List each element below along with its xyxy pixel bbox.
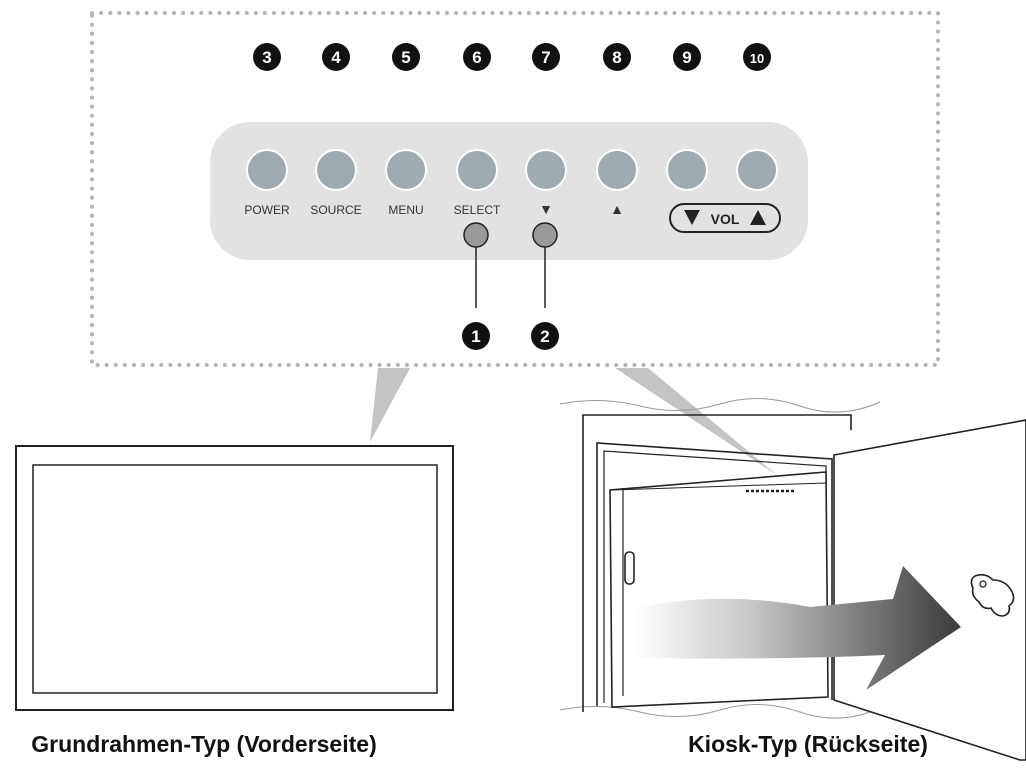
control-panel [210,122,808,260]
panel-button-9[interactable] [666,149,708,191]
callout-badge-8 [603,43,631,71]
callout-number-10: 10 [750,51,764,66]
kiosk-door-opening [596,442,833,706]
kiosk-panel-box [609,471,829,708]
callout-number-5: 5 [401,48,410,67]
panel-button-8[interactable] [596,149,638,191]
callout-badge-2 [531,322,559,350]
panel-button-10[interactable] [736,149,778,191]
callout-number-6: 6 [472,48,481,67]
pointer-wedge-left [370,368,410,442]
callout-badge-6 [463,43,491,71]
kiosk-key-hole [979,580,987,588]
panel-button-3[interactable] [246,149,288,191]
kiosk-wall-bottom-edge [559,704,881,719]
callout-badge-10 [743,43,771,71]
volume-up-icon [750,210,766,225]
small-button-1[interactable] [463,222,489,248]
callout-badge-5 [392,43,420,71]
kiosk-panel-box-top [611,482,827,491]
panel-button-7[interactable] [525,149,567,191]
callout-badge-9 [673,43,701,71]
front-frame-screen [32,464,438,694]
panel-button-4[interactable] [315,149,357,191]
callout-badge-7 [532,43,560,71]
kiosk-handle [624,551,635,585]
panel-button-label-5: MENU [388,203,423,217]
volume-pill [669,203,781,233]
volume-group: VOL [669,203,781,233]
kiosk-key-lock-icon [970,573,1015,617]
callout-badge-1 [462,322,490,350]
kiosk-wall-top-edge [559,398,881,413]
callout-number-1: 1 [471,327,480,346]
callout-number-9: 9 [682,48,691,67]
callout-number-8: 8 [612,48,621,67]
callout-number-4: 4 [331,48,341,67]
dotted-callout-frame [90,11,940,367]
captions: Grundrahmen-Typ (Vorderseite) Kiosk-Typ … [31,731,928,757]
panel-button-6[interactable] [456,149,498,191]
kiosk-cabinet-outline [582,414,852,712]
volume-down-icon [684,210,700,225]
kiosk-open-door [833,419,1026,761]
callout-number-7: 7 [541,48,550,67]
panel-button-label-6: SELECT [454,203,501,217]
callout-number-3: 3 [262,48,271,67]
panel-button-label-4: SOURCE [310,203,361,217]
small-button-2[interactable] [532,222,558,248]
volume-label: VOL [711,211,740,227]
panel-button-label-3: POWER [244,203,290,217]
direction-arrow [635,566,961,690]
callout-number-2: 2 [540,327,549,346]
panel-button-label-8: ▲ [610,201,624,217]
kiosk-illustration [559,398,1026,761]
callout-badge-4 [322,43,350,71]
front-frame-illustration [15,445,454,711]
caption-front-type: Grundrahmen-Typ (Vorderseite) [31,731,376,757]
panel-button-5[interactable] [385,149,427,191]
pointer-wedge-right [615,368,778,476]
callout-badge-3 [253,43,281,71]
panel-button-label-7: ▼ [539,201,553,217]
caption-kiosk-type: Kiosk-Typ (Rückseite) [688,731,928,757]
